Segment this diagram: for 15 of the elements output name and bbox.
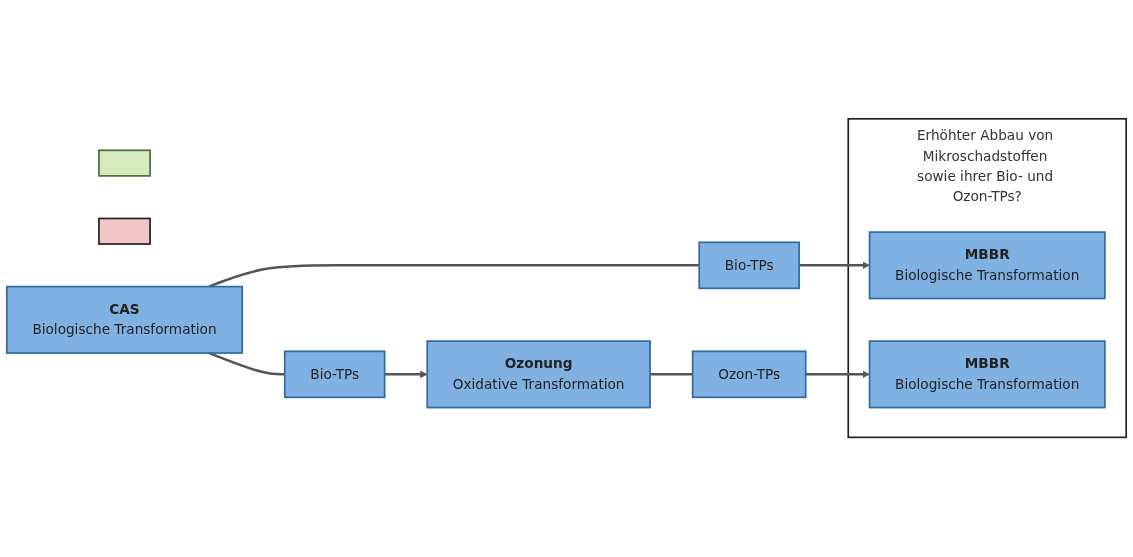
node-box — [98, 218, 151, 246]
node-box: CAS Biologische Transformation — [6, 286, 243, 355]
node-box — [98, 149, 151, 178]
arrow — [799, 261, 870, 270]
node-box: Ozon-TPs — [691, 350, 807, 399]
arrow — [805, 371, 870, 379]
connector — [208, 352, 285, 376]
node-box: Bio-TPs — [698, 241, 800, 290]
connector — [208, 264, 700, 289]
node-box: Ozonung Oxidative Transformation — [426, 340, 651, 409]
node-box: MBBR Biologische Transformation — [868, 340, 1106, 409]
connector — [650, 373, 693, 376]
node-box: MBBR Biologische Transformation — [868, 231, 1106, 300]
arrow — [384, 371, 428, 379]
node-box: Bio-TPs — [283, 350, 386, 399]
